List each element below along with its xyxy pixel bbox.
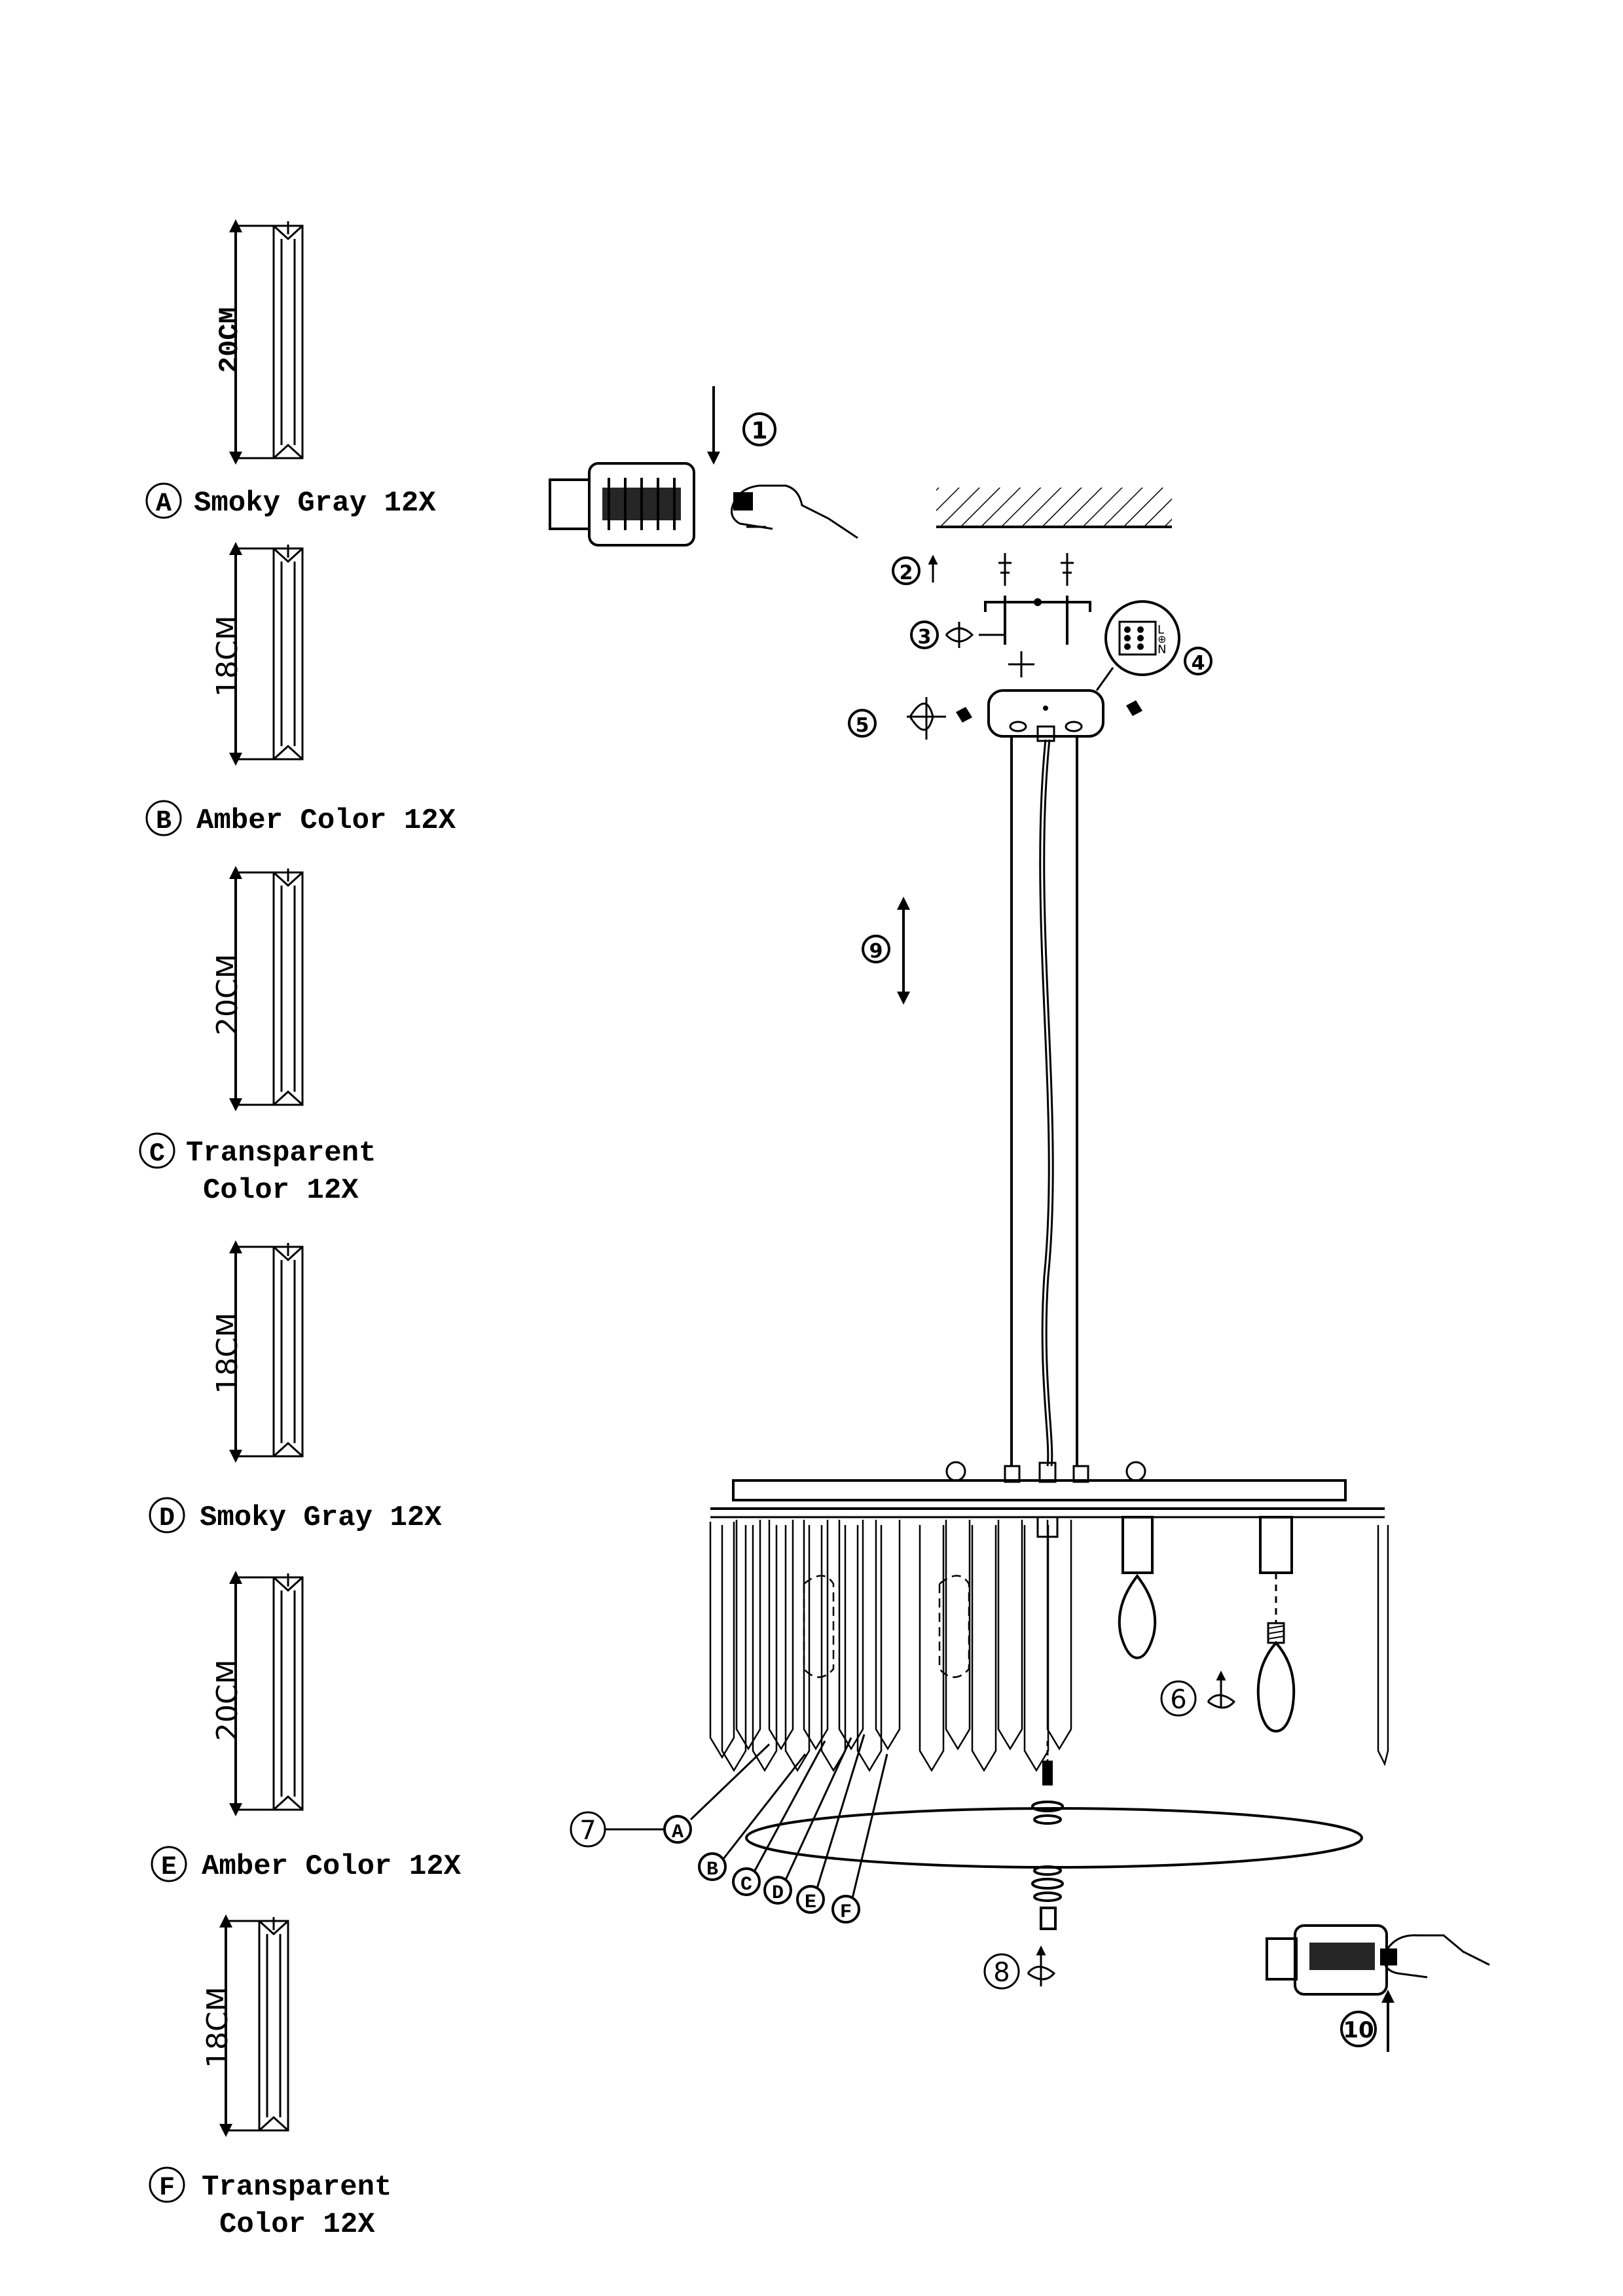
- step-4-terminal: L ⊕ N 4: [1095, 600, 1213, 691]
- crystal-d-length: 18CM: [211, 1312, 244, 1394]
- crystal-f-name-line2: Color 12X: [219, 2208, 375, 2241]
- frame-ring: [710, 1461, 1385, 1538]
- crystal-b-length: 18CM: [211, 615, 244, 697]
- step-3-mounting-bracket: 3: [910, 596, 1091, 677]
- callout-c: C: [740, 1874, 752, 1896]
- step-5-number: 5: [856, 714, 869, 737]
- crystal-e-letter-circle: [151, 1846, 187, 1882]
- step-7-number: 7: [579, 1816, 596, 1846]
- crystal-item-c: 20CM C Transparent Color 12X: [139, 866, 376, 1207]
- step-1-power-off: 1: [549, 386, 858, 547]
- crystal-f-letter-circle: [149, 2166, 185, 2203]
- crystal-a-letter: A: [156, 490, 172, 519]
- crystal-c-length: 20CM: [211, 954, 244, 1035]
- crystal-c-name-line2: Color 12X: [203, 1174, 359, 1207]
- step-8-bottom-plate: 8: [745, 1741, 1363, 1990]
- canopy: 5: [848, 689, 1142, 742]
- terminal-l: L: [1158, 623, 1164, 637]
- crystal-curtain: [709, 1520, 1389, 1772]
- prism-c: [272, 869, 304, 1106]
- step-10-number: 10: [1343, 2017, 1374, 2043]
- step-9-adjust-height: 9: [862, 897, 910, 1005]
- prism-e: [272, 1573, 304, 1811]
- suspension-rods: [1010, 736, 1078, 1467]
- crystal-d-letter: D: [159, 1504, 175, 1534]
- crystal-f-name-line1: Transparent: [202, 2171, 392, 2204]
- crystal-a-letter-circle: [145, 482, 182, 519]
- crystal-e-letter: E: [161, 1853, 177, 1882]
- crystal-f-length: 18CM: [201, 1986, 234, 2068]
- prism-a: [272, 221, 304, 459]
- crystal-d-name: Smoky Gray 12X: [200, 1501, 442, 1534]
- crystal-a-name: Smoky Gray 12X: [194, 487, 436, 520]
- prism-b: [272, 545, 304, 761]
- step-2-number: 2: [900, 562, 913, 584]
- ceiling: [936, 488, 1172, 528]
- crystal-e-length: 20CM: [211, 1659, 244, 1741]
- crystal-item-d: 18CM D Smoky Gray 12X: [149, 1240, 442, 1534]
- step-1-number: 1: [751, 418, 767, 444]
- prism-f: [258, 1917, 289, 2132]
- callout-e: E: [805, 1892, 816, 1914]
- step-6-number: 6: [1170, 1685, 1186, 1715]
- step-1-circle: [742, 412, 776, 446]
- crystal-f-letter: F: [159, 2174, 175, 2203]
- crystal-b-letter: B: [156, 807, 172, 836]
- crystal-item-e: 20CM E Amber Color 12X: [151, 1571, 462, 1883]
- crystal-item-f: 18CM F Transparent Color 12X: [149, 1914, 392, 2241]
- prism-d: [272, 1243, 304, 1458]
- callout-d: D: [772, 1882, 784, 1905]
- crystal-b-letter-circle: [145, 800, 182, 836]
- callout-a: A: [672, 1821, 684, 1844]
- step-6-bulbs: 6: [1118, 1516, 1296, 1733]
- crystal-c-letter: C: [149, 1139, 165, 1169]
- crystal-e-name: Amber Color 12X: [202, 1850, 462, 1883]
- step-7-crystal-callouts: 7 A B C D E F: [570, 1734, 888, 1924]
- crystal-c-name-line1: Transparent: [186, 1137, 376, 1170]
- crystal-b-name: Amber Color 12X: [196, 804, 456, 837]
- crystal-d-letter-circle: [149, 1497, 185, 1534]
- crystal-c-letter-circle: [139, 1132, 175, 1169]
- step-4-number: 4: [1192, 652, 1205, 675]
- crystal-item-a: 20CM A Smoky Gray 12X: [145, 219, 436, 520]
- crystal-item-b: 18CM B Amber Color 12X: [145, 542, 456, 837]
- step-8-number: 8: [993, 1958, 1010, 1988]
- callout-f: F: [840, 1901, 852, 1924]
- step-9-number: 9: [869, 940, 883, 963]
- crystal-a-length: 20CM: [214, 307, 246, 373]
- step-10-power-on: 10: [1266, 1924, 1490, 2052]
- step-2-anchors: 2: [892, 553, 1074, 586]
- callout-b: B: [706, 1859, 718, 1881]
- step-3-number: 3: [918, 626, 932, 649]
- terminal-earth: ⊕: [1158, 633, 1166, 645]
- terminal-n: N: [1158, 643, 1166, 656]
